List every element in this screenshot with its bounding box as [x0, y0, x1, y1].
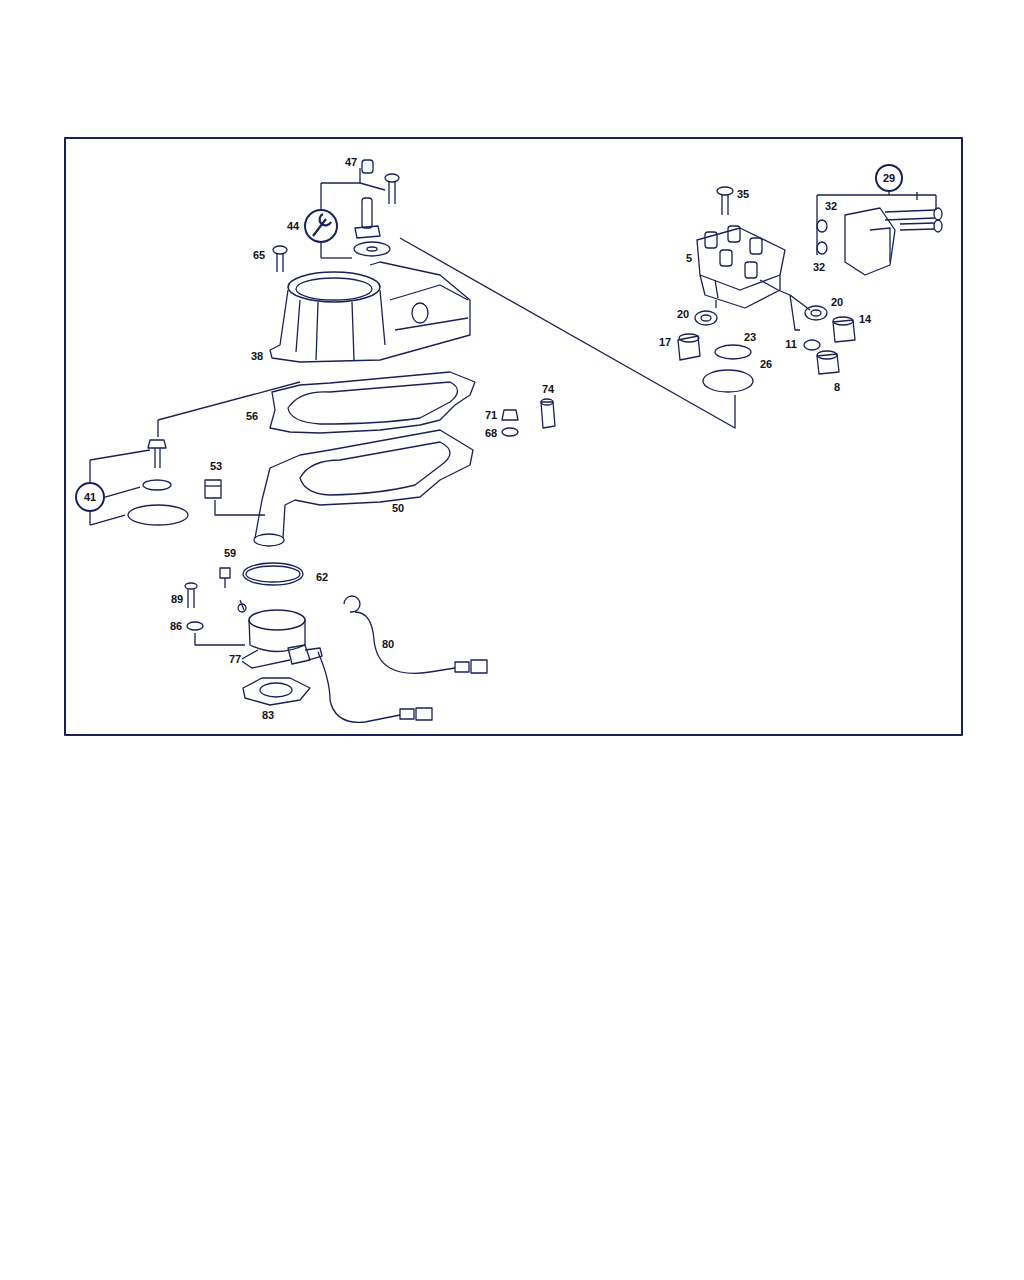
callout-number: 26	[759, 359, 773, 370]
callout-number: 77	[228, 654, 242, 665]
callout-number: 29	[883, 173, 895, 184]
callout-number: 50	[391, 503, 405, 514]
callout-number: 74	[541, 384, 555, 395]
callout-number: 89	[170, 594, 184, 605]
callout-number: 68	[484, 428, 498, 439]
callout-number: 86	[169, 621, 183, 632]
callout-number: 65	[252, 250, 266, 261]
callout-number: 20	[676, 309, 690, 320]
callout-number: 11	[784, 339, 798, 350]
callout-number: 59	[223, 548, 237, 559]
callout-number: 38	[250, 351, 264, 362]
callout-number: 62	[315, 572, 329, 583]
callout-number: 83	[261, 710, 275, 721]
callout-number: 5	[685, 253, 693, 264]
callout-number: 14	[858, 314, 872, 325]
callout-number: 17	[658, 337, 672, 348]
callout-number: 32	[824, 201, 838, 212]
callout-number: 8	[833, 382, 841, 393]
callout-number: 23	[743, 332, 757, 343]
callout-number: 35	[736, 189, 750, 200]
callout-number: 20	[830, 297, 844, 308]
callout-number: 53	[209, 461, 223, 472]
callout-circle: 29	[875, 164, 903, 192]
callout-circle: 41	[75, 482, 105, 512]
callout-number: 80	[381, 639, 395, 650]
callout-number: 71	[484, 410, 498, 421]
callout-number: 47	[344, 157, 358, 168]
callout-number: 41	[84, 492, 96, 503]
callout-number: 56	[245, 411, 259, 422]
callout-number: 44	[286, 221, 300, 232]
callout-number: 32	[812, 262, 826, 273]
